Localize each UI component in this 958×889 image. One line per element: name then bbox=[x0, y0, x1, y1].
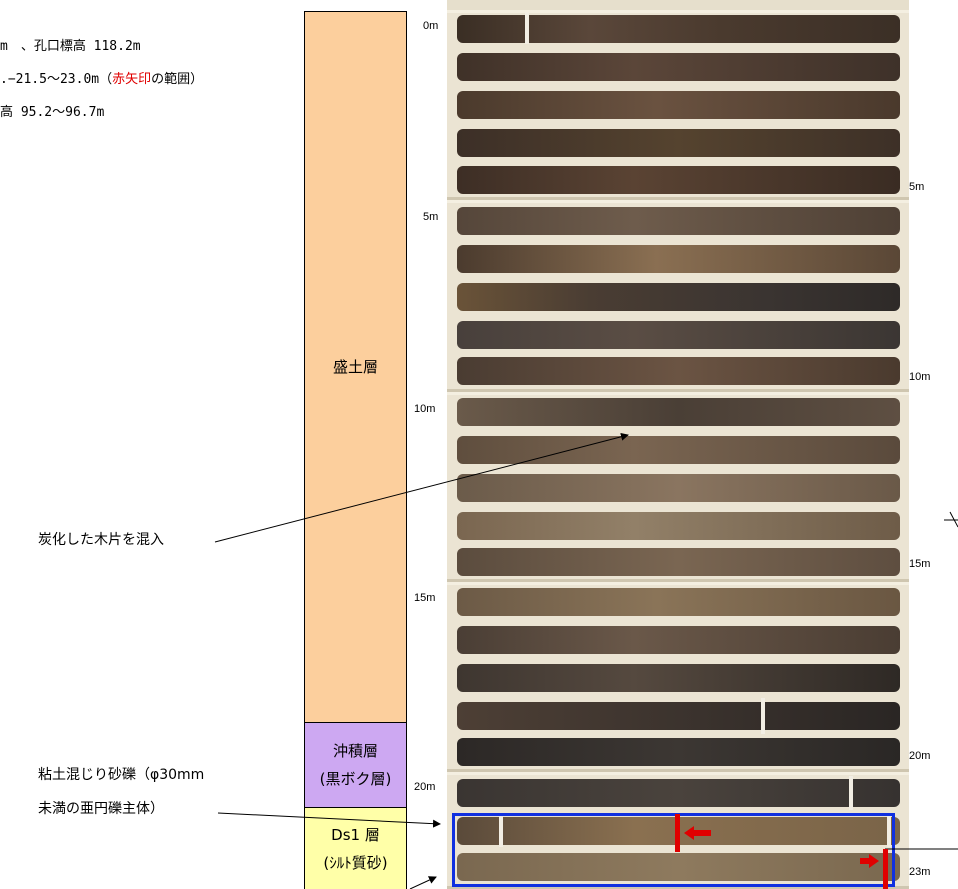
gravel-leader-line bbox=[217, 812, 441, 828]
depth-label-right: 5m bbox=[909, 181, 925, 193]
depth-label-left: 20m bbox=[414, 781, 436, 793]
depth-label-left: 10m bbox=[414, 403, 436, 415]
depth-label-right: 23m bbox=[909, 866, 931, 878]
ds1-layer-label: Ds1 層 bbox=[331, 825, 380, 844]
borehole-info-line-2: .−21.5～23.0m（赤矢印の範囲） bbox=[0, 72, 203, 88]
fill-layer-label: 盛土層 bbox=[332, 358, 378, 376]
range-start-bar bbox=[675, 814, 680, 852]
sample-range-text: .−21.5～23.0m（ bbox=[0, 72, 113, 87]
range-start-arrow-icon bbox=[684, 826, 711, 840]
charcoal-leader-line bbox=[214, 432, 629, 543]
ds1-leader-line bbox=[409, 876, 437, 889]
gravel-annotation-line-2: 未満の亜円礫主体） bbox=[38, 801, 164, 817]
charcoal-annotation: 炭化した木片を混入 bbox=[38, 532, 164, 548]
depth-label-left: 15m bbox=[414, 592, 436, 604]
alluvium-layer-label: 沖積層 bbox=[332, 742, 378, 760]
depth-label-left: 0m bbox=[423, 20, 439, 32]
range-end-arrow-icon bbox=[860, 854, 879, 868]
depth-label-right: 20m bbox=[909, 750, 931, 762]
depth-label-left: 5m bbox=[423, 211, 439, 223]
range-end-bar bbox=[883, 849, 888, 889]
core-photograph bbox=[447, 0, 909, 889]
depth-label-right: 10m bbox=[909, 371, 931, 383]
fill-layer: 盛土層 bbox=[304, 11, 407, 723]
red-arrow-label: 赤矢印 bbox=[112, 72, 152, 87]
borehole-info-line-1: m 、孔口標高 118.2m bbox=[0, 39, 141, 54]
borehole-info-line-3: 高 95.2～96.7m bbox=[0, 105, 105, 120]
depth-label-right: 15m bbox=[909, 558, 931, 570]
alluvium-layer-sublabel: (黒ボク層) bbox=[319, 770, 392, 788]
alluvium-layer: 沖積層 (黒ボク層) bbox=[304, 722, 407, 808]
ds1-layer: Ds1 層 (ｼﾙﾄ質砂) bbox=[304, 807, 407, 889]
gravel-annotation-line-1: 粘土混じり砂礫（φ30mm bbox=[38, 767, 205, 783]
ds1-layer-sublabel: (ｼﾙﾄ質砂) bbox=[323, 853, 388, 872]
sample-range-box bbox=[452, 813, 895, 887]
groundwater-icon bbox=[944, 511, 958, 528]
range-note: の範囲） bbox=[151, 72, 204, 87]
